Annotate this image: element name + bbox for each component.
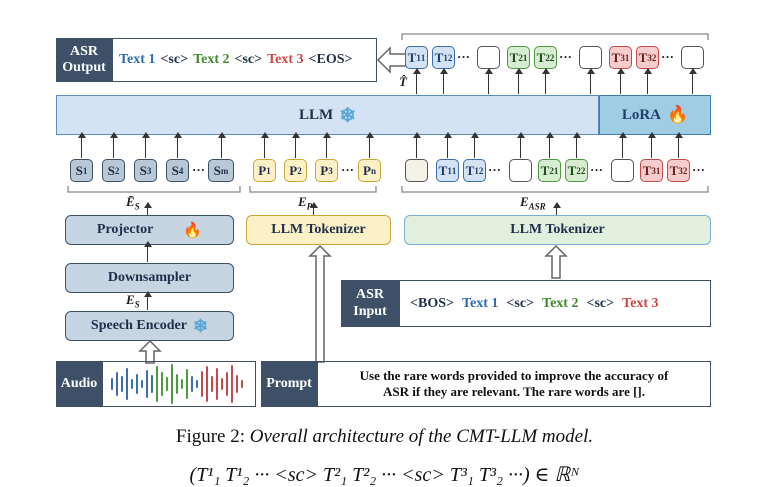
asr-input-seq-5: Text 3	[622, 295, 659, 311]
audio-waveform-box	[102, 361, 256, 407]
projector-label: Projector	[96, 222, 154, 237]
output-bracket	[401, 33, 709, 40]
fire-icon: 🔥	[183, 222, 203, 239]
lora-label: LoRA	[621, 106, 661, 123]
in-token-sep-2	[611, 159, 634, 182]
asr-input-seq-1: Text 1	[461, 295, 499, 311]
asr-output-label: ASR Output	[56, 38, 112, 82]
fire-icon: 🔥	[667, 105, 689, 124]
asr-output-seq-4: Text 3	[267, 52, 304, 67]
out-token-sep-1	[477, 46, 500, 69]
es-bar-label: ĒS	[126, 194, 140, 212]
speech-dots: ···	[192, 162, 206, 177]
llm-tokenizer-prompt-label: LLM Tokenizer	[271, 222, 366, 237]
caption-text: Overall architecture of the CMT-LLM mode…	[249, 426, 594, 447]
asr-input-hollow-arrow	[544, 244, 568, 279]
out-token-sep-2	[579, 46, 602, 69]
in-dots-3: ···	[692, 162, 706, 177]
llm-label: LLM	[299, 106, 334, 123]
prompt-text-line1: Use the rare words provided to improve t…	[359, 367, 669, 383]
speech-encoder-block: Speech Encoder ❄	[65, 311, 234, 341]
in-dots-2: ···	[590, 162, 604, 177]
asr-input-seq-2: <sc>	[506, 295, 535, 311]
prompt-text-box: Use the rare words provided to improve t…	[317, 361, 711, 407]
llm-block: LLM ❄	[56, 95, 599, 135]
out-token-eos	[681, 46, 704, 69]
asr-output-seq-2: Text 2	[193, 52, 230, 67]
out-dots-2: ···	[559, 49, 573, 64]
in-token-sep-1	[509, 159, 532, 182]
asr-input-seq-4: <sc>	[586, 295, 615, 311]
caption-prefix: Figure 2:	[175, 426, 246, 447]
prompt-hollow-arrow	[308, 244, 332, 363]
asr-input-seq-3: Text 2	[542, 295, 579, 311]
asr-output-seq-1: <sc>	[160, 52, 189, 67]
prompt-label: Prompt	[261, 361, 317, 407]
asr-output-seq-0: Text 1	[119, 52, 156, 67]
out-dots-1: ···	[457, 49, 471, 64]
figure-caption: Figure 2: Overall architecture of the CM…	[0, 426, 769, 448]
audio-label: Audio	[56, 361, 102, 407]
llm-tokenizer-asr: LLM Tokenizer	[404, 215, 711, 245]
waveform-icon	[111, 364, 243, 404]
asr-input-label: ASR Input	[341, 280, 399, 327]
formula-line: (T¹₁ T¹₂ ··· <sc> T²₁ T²₂ ··· <sc> T³₁ T…	[189, 464, 580, 486]
out-dots-3: ···	[661, 49, 675, 64]
asr-output-box: Text 1 <sc> Text 2 <sc> Text 3 <EOS>	[112, 38, 377, 82]
easr-label: EASR	[520, 194, 546, 212]
asr-output-seq-5: <EOS>	[308, 52, 353, 67]
asr-output-seq-3: <sc>	[234, 52, 263, 67]
downsampler-label: Downsampler	[107, 270, 192, 285]
downsampler-block: Downsampler	[65, 263, 234, 293]
output-hollow-arrow	[376, 46, 407, 74]
snowflake-icon: ❄	[192, 315, 209, 336]
t-hat-label: T̂	[399, 74, 407, 89]
es-label: ES	[126, 292, 140, 310]
speech-encoder-label: Speech Encoder	[90, 318, 187, 333]
lora-block: LoRA 🔥	[599, 95, 711, 135]
snowflake-icon: ❄	[339, 104, 356, 127]
audio-hollow-arrow	[138, 339, 162, 364]
token-brackets	[67, 186, 709, 193]
in-dots-1: ···	[488, 162, 502, 177]
asr-input-seq-0: <BOS>	[410, 295, 454, 311]
prompt-text-line2: ASR if they are relevant. The rare words…	[383, 384, 645, 399]
llm-tokenizer-asr-label: LLM Tokenizer	[510, 222, 605, 237]
llm-tokenizer-prompt: LLM Tokenizer	[246, 215, 391, 245]
asr-input-box: <BOS> Text 1 <sc> Text 2 <sc> Text 3	[399, 280, 711, 327]
prompt-dots: ···	[341, 162, 355, 177]
in-token-bos	[405, 159, 428, 182]
